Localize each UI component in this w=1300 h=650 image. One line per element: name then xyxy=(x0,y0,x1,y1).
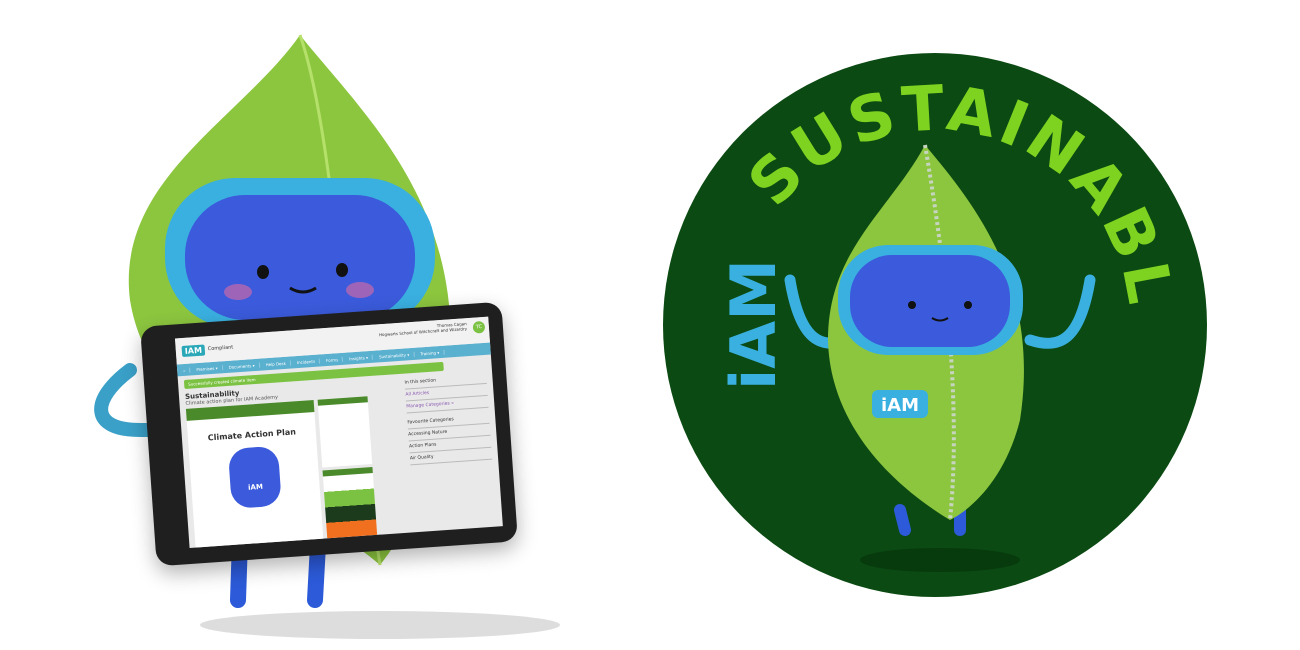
sustainable-badge: SUSTAINABLE iAM iAM xyxy=(650,40,1207,597)
chest-badge-text: iAM xyxy=(881,395,919,416)
avatar[interactable]: TC xyxy=(472,320,486,334)
poster-mascot: iAM xyxy=(227,445,282,509)
nav-training[interactable]: Training ▾ xyxy=(416,349,445,357)
badge-text-iam: iAM xyxy=(717,259,790,390)
tablet: IAM Compliant Thomas Cagan Hogwarts Scho… xyxy=(140,301,518,567)
search-icon[interactable]: ⌕ xyxy=(179,367,191,373)
app-logo-sub: Compliant xyxy=(207,344,234,353)
poster-badge: iAM xyxy=(247,482,264,492)
document-preview[interactable]: Climate Action Plan iAM xyxy=(185,399,324,549)
nav-sustainability[interactable]: Sustainability ▾ xyxy=(374,351,415,360)
nav-forms[interactable]: Forms xyxy=(321,356,344,363)
chest-badge xyxy=(872,390,928,418)
nav-help-desk[interactable]: Help Desk xyxy=(261,359,292,368)
tablet-screen: IAM Compliant Thomas Cagan Hogwarts Scho… xyxy=(174,316,503,549)
poster-title: Climate Action Plan xyxy=(207,427,297,443)
app-logo: IAM xyxy=(181,344,206,358)
nav-incidents[interactable]: Incidents xyxy=(292,357,321,365)
nav-premises[interactable]: Premises ▾ xyxy=(192,364,223,372)
page-thumbnail[interactable] xyxy=(322,467,378,539)
nav-insights[interactable]: Insights ▾ xyxy=(344,354,374,362)
user-info: Thomas Cagan Hogwarts School of Witchcra… xyxy=(379,321,467,337)
page-thumbnail[interactable] xyxy=(317,396,373,468)
sidebar: In this section All Articles Manage Cate… xyxy=(404,371,497,535)
nav-documents[interactable]: Documents ▾ xyxy=(224,362,260,370)
